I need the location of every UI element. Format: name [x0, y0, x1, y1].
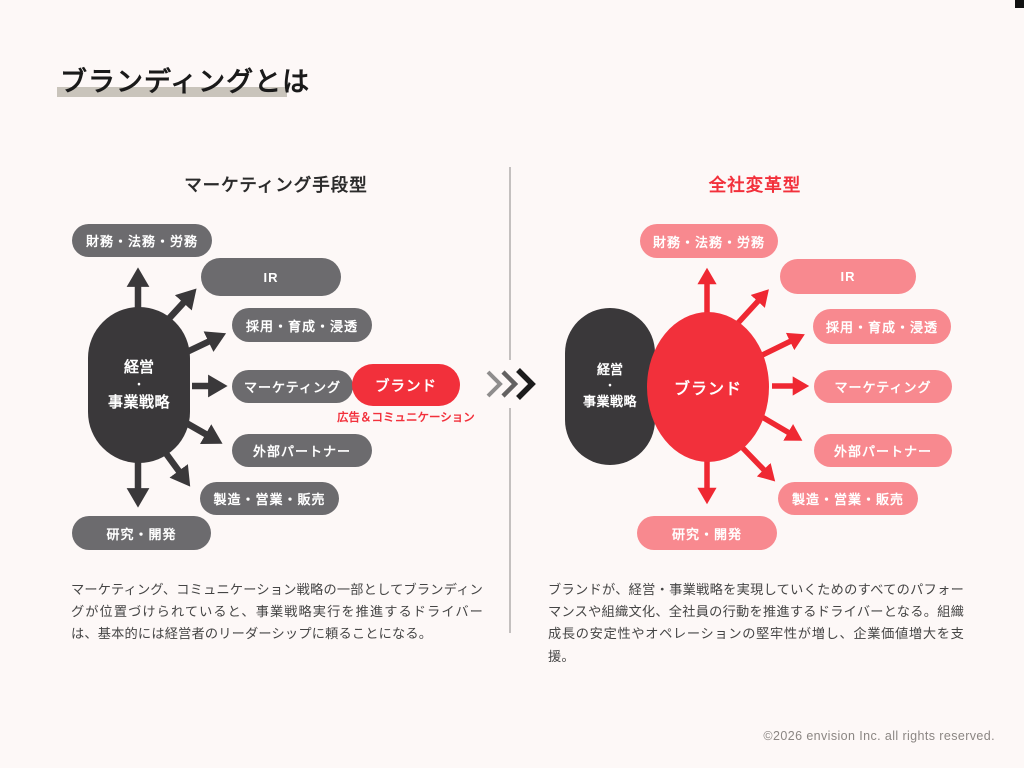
function-pill: 外部パートナー	[232, 434, 372, 467]
function-pill: 製造・営業・販売	[778, 482, 918, 515]
corner-mark	[1015, 0, 1024, 8]
function-pill: 財務・法務・労務	[72, 224, 212, 257]
core-label-line: 経営	[596, 362, 623, 378]
function-pill: 研究・開発	[637, 516, 777, 550]
right-description: ブランドが、経営・事業戦略を実現していくためのすべてのパフォーマンスや組織文化、…	[548, 582, 964, 664]
core-label-line: 事業戦略	[107, 393, 170, 411]
function-pill: 外部パートナー	[814, 434, 952, 467]
function-pill: 製造・営業・販売	[200, 482, 339, 515]
core-label-line: ・	[605, 381, 615, 392]
function-pill: 研究・開発	[72, 516, 211, 550]
function-pill: 採用・育成・浸透	[232, 308, 372, 342]
function-pill: マーケティング	[232, 370, 353, 403]
function-pill: IR	[780, 259, 916, 294]
strategy-core-oval: 経営 ・ 事業戦略	[565, 308, 655, 465]
core-label-line: ・	[134, 379, 144, 391]
brand-pill: ブランド	[352, 364, 460, 406]
chevron-right-icon	[516, 368, 536, 400]
footer-copyright: ©2026 envision Inc. all rights reserved.	[763, 729, 995, 743]
brand-caption: 広告＆コミュニケーション	[337, 412, 475, 424]
function-pill: 財務・法務・労務	[640, 224, 778, 258]
chevron-right-icon	[501, 370, 519, 398]
function-pill: IR	[201, 258, 341, 296]
core-label-line: 事業戦略	[582, 394, 637, 409]
left-description: マーケティング、コミュニケーション戦略の一部としてブランディングが位置づけられて…	[71, 582, 483, 642]
core-label-line: 経営	[123, 359, 154, 376]
strategy-core-oval: 経営 ・ 事業戦略	[88, 307, 190, 463]
page-title: ブランディングとは	[60, 67, 311, 97]
function-pill: マーケティング	[814, 370, 952, 403]
right-panel-title: 全社変革型	[708, 175, 802, 195]
function-pill: 採用・育成・浸透	[813, 309, 951, 344]
left-panel-title: マーケティング手段型	[184, 175, 368, 195]
brand-circle: ブランド	[647, 312, 769, 462]
title-underline	[57, 87, 287, 97]
chevron-right-icon	[486, 370, 503, 398]
